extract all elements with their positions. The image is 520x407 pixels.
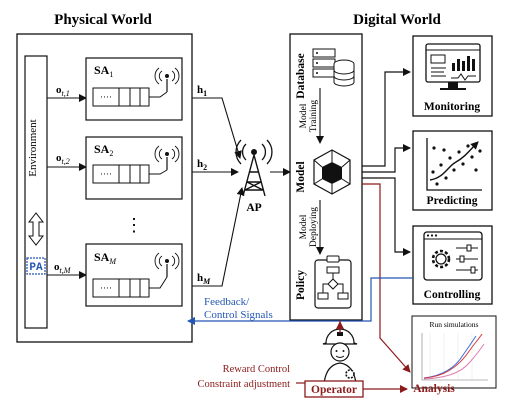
environment-label: Environment [27,119,39,176]
feedback-label-2: Control Signals [204,309,273,321]
physical-world-title: Physical World [54,12,152,28]
ap-label: AP [246,202,261,214]
environment-bar [24,55,48,329]
simulation-plot [421,333,488,381]
sensor-agent-2: ot,2 SA2 ···· [47,136,183,200]
predicting-label: Predicting [427,195,478,207]
svg-text:····: ···· [100,169,112,179]
digital-world-title: Digital World [353,12,441,28]
analysis-label: Analysis [413,383,455,395]
reward-control-label: Reward Control [223,364,290,375]
output-arrows [362,68,411,373]
monitoring-label: Monitoring [424,101,480,113]
scatter-trend-icon [426,138,482,191]
channel-arrows [192,97,245,287]
monitor-dashboard-icon [425,43,481,90]
feedback-arrow [187,277,413,325]
obs-label-m: ot,M [54,261,72,275]
svg-text:····: ···· [100,92,112,102]
constraint-adjustment-label: Constraint adjustment [198,379,291,390]
sa1-label: SA1 [94,63,113,79]
operator-person-icon [322,328,358,385]
model-label: Model [295,161,307,192]
agents-ellipsis: ⋮ [125,215,143,235]
sam-label: SAM [94,250,117,266]
double-arrow-icon [27,212,45,246]
deploying-label-1: Model [299,214,309,239]
h2-label: h2 [197,158,207,172]
control-panel-icon [423,231,483,281]
sa2-label: SA2 [94,142,113,158]
physical-world-frame [16,33,193,343]
obs-label-2: ot,2 [56,152,70,166]
pa-box [26,257,46,275]
training-label-1: Model [299,103,309,128]
controlling-label: Controlling [424,289,481,301]
antenna-icon [149,252,180,289]
analysis-box [411,315,497,389]
obs-label-1: ot,1 [56,84,70,98]
run-simulations-label: Run simulations [430,320,479,329]
antenna-icon [149,67,180,98]
transmission-tower-icon [235,139,273,197]
database-icon [312,48,355,87]
policy-label: Policy [295,270,307,300]
database-label: Database [295,53,307,98]
antenna-icon [149,145,180,175]
operator-label: Operator [311,384,357,396]
sensor-agent-m: ot,M SAM ···· [47,243,183,307]
svg-text:····: ···· [100,283,112,293]
training-label-2: Training [309,100,319,133]
sensor-agent-1: ot,1 SA1 ···· [47,57,183,121]
cube-icon [313,149,351,195]
pa-label: PA [29,262,43,274]
h1-label: h1 [197,84,207,98]
digital-world-frame [289,33,363,321]
hm-label: hM [197,272,211,286]
feedback-label-1: Feedback/ [204,296,250,308]
flowchart-clipboard-icon [314,255,352,309]
deploying-label-2: Deploying [309,207,319,247]
